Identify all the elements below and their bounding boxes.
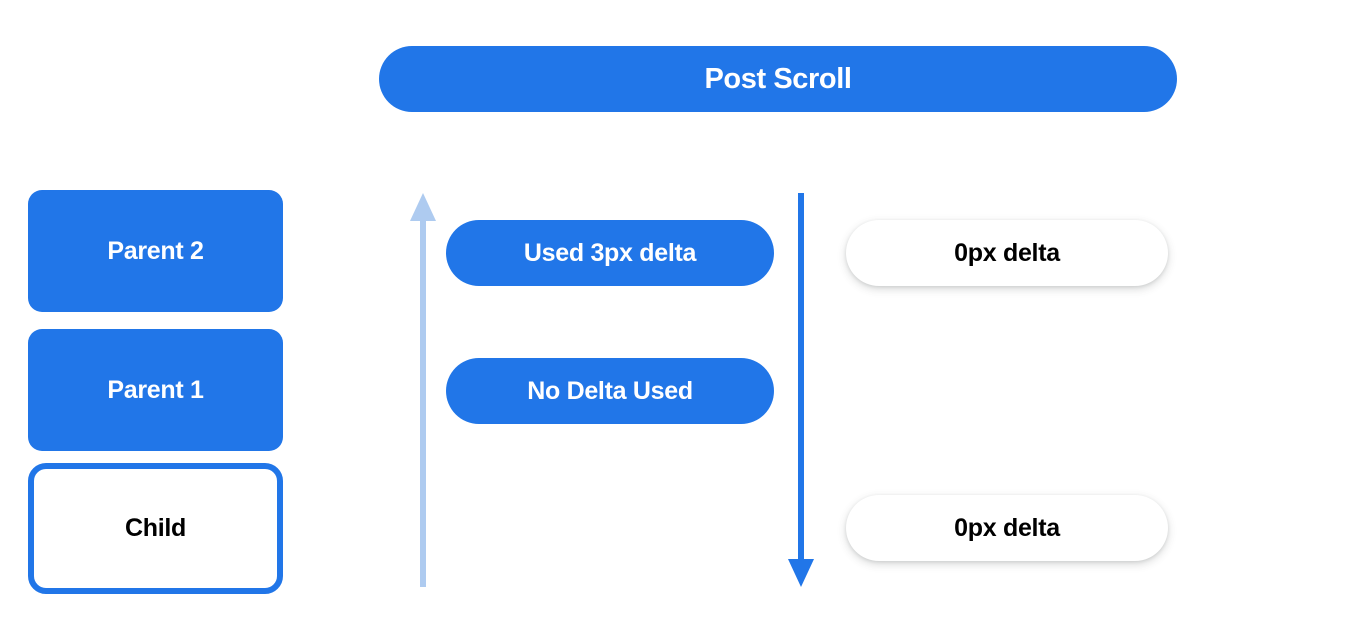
scroll-down-arrow-icon xyxy=(786,193,816,587)
pill-zero-delta-bottom-label: 0px delta xyxy=(954,513,1060,542)
node-parent-1[interactable]: Parent 1 xyxy=(28,329,283,451)
node-parent-2[interactable]: Parent 2 xyxy=(28,190,283,312)
pill-no-delta-used-label: No Delta Used xyxy=(527,376,693,405)
post-scroll-title-bar: Post Scroll xyxy=(379,46,1177,112)
pill-used-3px-delta-label: Used 3px delta xyxy=(523,238,697,267)
pill-zero-delta-top[interactable]: 0px delta xyxy=(846,220,1168,286)
node-child-label: Child xyxy=(125,514,186,542)
node-parent-1-label: Parent 1 xyxy=(107,375,204,404)
node-child[interactable]: Child xyxy=(28,463,283,594)
node-parent-2-label: Parent 2 xyxy=(107,236,204,265)
pill-used-3px-delta[interactable]: Used 3px delta xyxy=(446,220,774,286)
page-title: Post Scroll xyxy=(704,62,852,95)
pill-no-delta-used[interactable]: No Delta Used xyxy=(446,358,774,424)
pill-zero-delta-bottom[interactable]: 0px delta xyxy=(846,495,1168,561)
pill-zero-delta-top-label: 0px delta xyxy=(954,238,1060,267)
scroll-up-arrow-icon xyxy=(408,193,438,587)
